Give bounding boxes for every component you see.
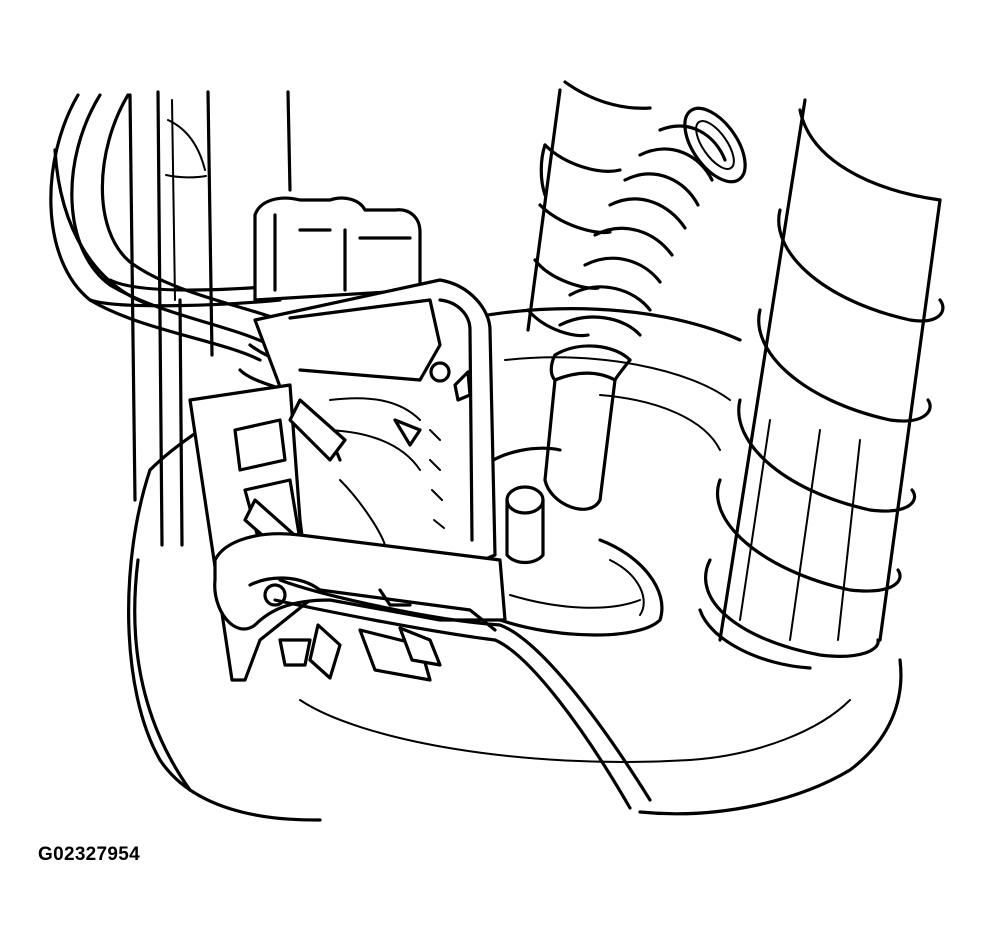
figure-id-label: G02327954 bbox=[38, 844, 141, 865]
center-cup bbox=[478, 446, 664, 637]
filter-tube-small bbox=[526, 80, 652, 338]
corrugated-hose bbox=[543, 106, 747, 511]
electrical-connector bbox=[253, 196, 497, 572]
fuel-line bbox=[273, 578, 652, 810]
latch-clip bbox=[213, 532, 507, 682]
filter-cylinder-large bbox=[698, 98, 945, 670]
vent-post bbox=[505, 485, 545, 565]
